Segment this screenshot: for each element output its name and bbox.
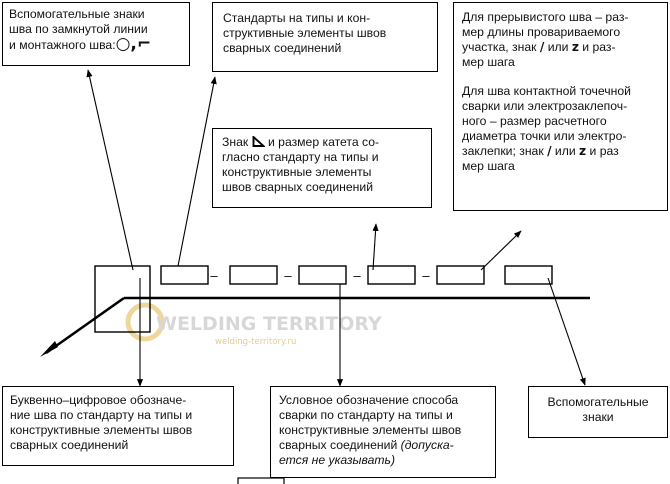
watermark: WELDING TERRITORY welding-territory.ru xyxy=(125,302,382,347)
leg-sign-l1a: Знак xyxy=(222,135,252,149)
field-6 xyxy=(504,265,553,285)
box-aux-signs: Вспомогательные знаки шва по замкнутой л… xyxy=(2,2,190,66)
closed-contour-mounting-icons: ○,⌐ xyxy=(115,34,152,54)
alphanumeric-l3: конструктивные элементы швов xyxy=(10,423,193,437)
separator-1: – xyxy=(210,268,218,283)
standards-line3: сварных соединений xyxy=(223,41,342,55)
arrow-intermittent xyxy=(480,230,522,271)
box-leg-sign: Знак и размер катета со- гласно стандарт… xyxy=(212,128,432,208)
leg-sign-l2: гласно стандарту на типы и xyxy=(222,150,379,164)
method-l4b: (допуска- xyxy=(400,438,454,452)
symbol-frame xyxy=(94,265,151,333)
leader-arrowhead xyxy=(40,341,58,357)
leader-line xyxy=(45,296,125,355)
spot-l2: сварки или электрозаклепоч- xyxy=(462,99,628,113)
separator-2: – xyxy=(284,268,292,283)
field-2 xyxy=(229,265,278,285)
intermittent-l1: Для прерывистого шва – раз- xyxy=(462,10,629,24)
watermark-title: WELDING TERRITORY xyxy=(156,313,382,335)
method-l4a: сварных соединений xyxy=(279,438,401,452)
spot-l6: мер шага xyxy=(462,159,515,173)
separator-4: – xyxy=(422,268,430,283)
intermittent-l3b: или xyxy=(544,40,572,54)
field-1 xyxy=(160,265,209,285)
method-l3: конструктивные элементы швов xyxy=(279,423,462,437)
box-aux-signs2: Вспомогательные знаки xyxy=(528,386,668,438)
leg-sign-l1b: и размер катета со- xyxy=(264,135,380,149)
intermittent-l4: мер шага xyxy=(462,55,515,69)
watermark-url: welding-territory.ru xyxy=(215,337,296,347)
spot-l5a: заклепки; знак xyxy=(462,144,548,158)
slash-symbol-icon: / xyxy=(547,144,552,158)
aux-signs2-l1: Вспомогательные xyxy=(547,395,649,409)
z-symbol-icon: z xyxy=(579,144,587,158)
method-l5: ется не указывать) xyxy=(279,453,396,467)
aux-signs-line1: Вспомогательные знаки xyxy=(9,7,145,21)
arrow-leg-sign xyxy=(372,223,379,271)
leg-sign-l3: конструктивные элементы xyxy=(222,165,372,179)
standards-line1: Стандарты на типы и кон- xyxy=(223,11,371,25)
spot-l5c: и раз xyxy=(586,144,619,158)
bottom-fragment xyxy=(237,477,285,484)
separator-3: – xyxy=(353,268,361,283)
slash-symbol-icon: / xyxy=(539,40,545,54)
intermittent-l3c: и раз- xyxy=(578,40,616,54)
fillet-triangle-icon xyxy=(252,134,266,147)
alphanumeric-l1: Буквенно–цифровое обозначе- xyxy=(10,393,187,407)
aux-signs-line3: и монтажного шва: xyxy=(9,38,116,52)
aux-signs-line2: шва по замкнутой линии xyxy=(9,22,148,36)
box-standards: Стандарты на типы и кон- структивные эле… xyxy=(212,2,438,72)
z-symbol-icon: z xyxy=(571,40,579,54)
alphanumeric-l4: сварных соединений xyxy=(10,438,129,452)
intermittent-l2: мер длины провариваемого xyxy=(462,25,621,39)
method-l1: Условное обозначение способа xyxy=(279,393,459,407)
box-intermittent: Для прерывистого шва – раз- мер длины пр… xyxy=(453,2,668,211)
field-5 xyxy=(436,265,485,285)
field-4 xyxy=(367,265,416,285)
spot-l4: диаметра точки или электро- xyxy=(462,129,627,143)
arrow-aux-signs2 xyxy=(547,277,586,386)
field-3 xyxy=(298,265,347,285)
spot-l5b: или xyxy=(551,144,580,158)
standards-line2: структивные элементы швов xyxy=(223,26,387,40)
method-l2: сварки по стандарту на типы и xyxy=(279,408,453,422)
spot-l1: Для шва контактной точечной xyxy=(462,84,631,98)
leg-sign-l4: швов сварных соединений xyxy=(222,180,374,194)
arrow-aux-signs xyxy=(86,69,134,271)
box-method: Условное обозначение способа сварки по с… xyxy=(270,386,496,478)
alphanumeric-l2: ние шва по стандарту на типы и xyxy=(10,408,193,422)
spot-l3: ного – размер расчетного xyxy=(462,114,607,128)
arrow-standards xyxy=(177,76,217,267)
box-alphanumeric: Буквенно–цифровое обозначе- ние шва по с… xyxy=(2,386,234,466)
aux-signs2-l2: знаки xyxy=(582,410,614,424)
intermittent-l3a: участка, знак xyxy=(462,40,540,54)
